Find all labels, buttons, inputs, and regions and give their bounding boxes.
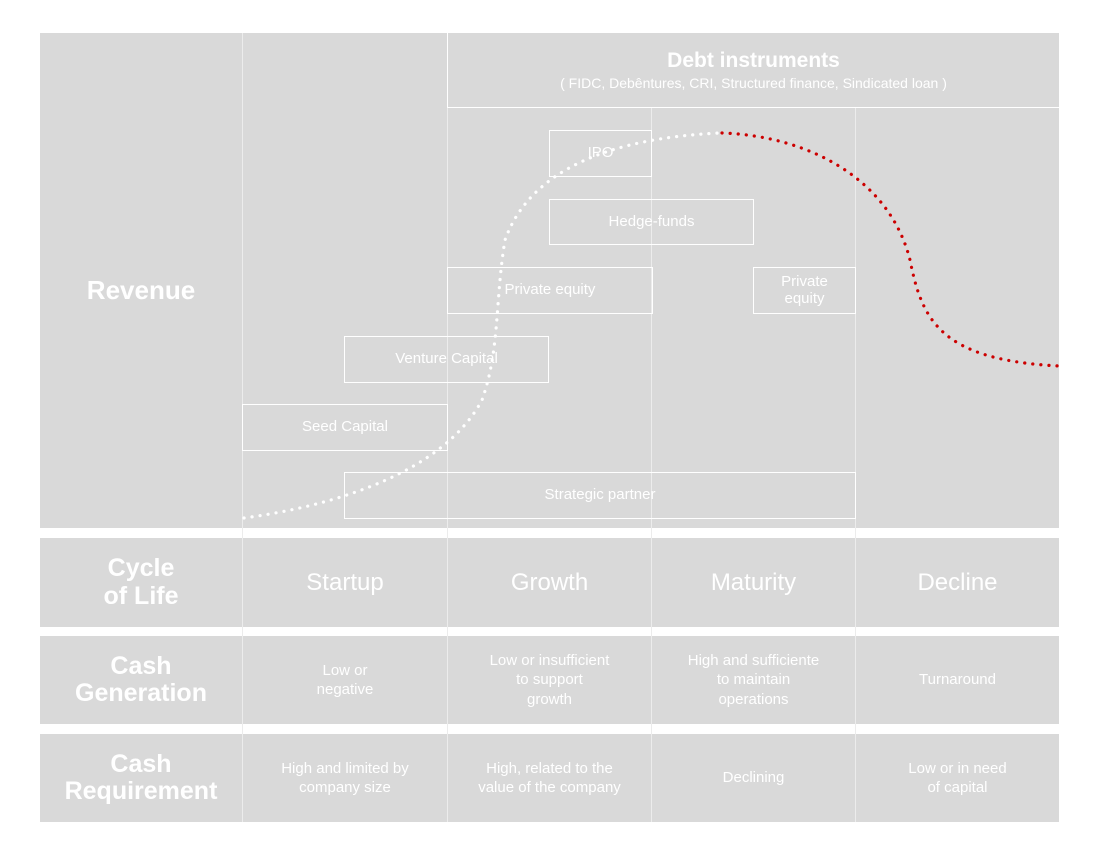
cash-generation-panel: [40, 636, 1059, 724]
cash-generation-growth: Low or insufficient to support growth: [489, 651, 610, 708]
cash-generation-label: Cash Generation: [75, 651, 207, 707]
revenue-panel: [40, 33, 1059, 528]
seed-capital-box: Seed Capital: [242, 404, 448, 451]
cash-requirement-panel: [40, 734, 1059, 822]
venture-capital-box: Venture Capital: [344, 336, 549, 383]
hedge-funds-box: Hedge-funds: [549, 199, 754, 245]
stage-growth: Growth: [510, 568, 589, 596]
stage-startup: Startup: [306, 568, 384, 596]
stage-decline: Decline: [917, 568, 998, 596]
cash-generation-startup: Low or negative: [316, 661, 374, 699]
private-equity-growth-box: Private equity: [447, 267, 653, 314]
debt-instruments-title: Debt instruments: [667, 49, 840, 72]
ipo-box: IPO: [549, 130, 652, 177]
strategic-partner-box: Strategic partner: [344, 472, 856, 519]
debt-instruments-box: Debt instruments ( FIDC, Debêntures, CRI…: [447, 33, 1059, 108]
cash-requirement-maturity: Declining: [722, 769, 785, 787]
cycle-of-life-panel: [40, 538, 1059, 627]
column-divider: [855, 108, 856, 822]
cash-requirement-decline: Low or in need of capital: [908, 759, 1007, 797]
column-divider: [651, 108, 652, 822]
private-equity-maturity-box: Private equity: [753, 267, 856, 314]
cash-requirement-label: Cash Requirement: [64, 749, 218, 805]
cycle-of-life-label: Cycle of Life: [103, 554, 179, 610]
stage-maturity: Maturity: [710, 568, 797, 596]
cash-requirement-growth: High, related to the value of the compan…: [478, 759, 621, 797]
curve-red-segment: [720, 131, 1061, 368]
cash-requirement-startup: High and limited by company size: [281, 759, 409, 797]
cash-generation-maturity: High and sufficiente to maintain operati…: [687, 651, 820, 708]
debt-instruments-subtitle: ( FIDC, Debêntures, CRI, Structured fina…: [560, 75, 947, 91]
revenue-label: Revenue: [86, 274, 196, 305]
cash-generation-decline: Turnaround: [919, 671, 996, 689]
curve-white-segment: [242, 131, 722, 520]
